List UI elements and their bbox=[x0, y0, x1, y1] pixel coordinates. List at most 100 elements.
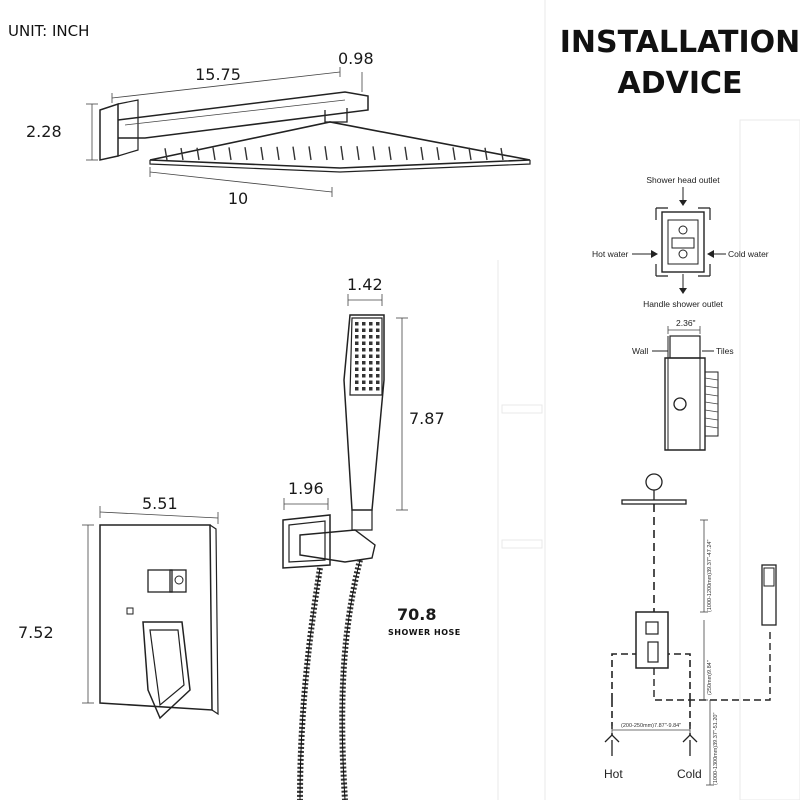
hand-nozzle bbox=[355, 367, 359, 371]
hand-nozzle bbox=[376, 387, 380, 391]
hand-nozzle bbox=[362, 322, 366, 326]
hand-nozzle bbox=[362, 380, 366, 384]
hand-nozzle bbox=[355, 380, 359, 384]
hand-nozzle bbox=[369, 367, 373, 371]
hand-nozzle bbox=[362, 367, 366, 371]
arm-thickness-label: 0.98 bbox=[338, 49, 374, 68]
nozzle-mark bbox=[468, 147, 472, 161]
nozzle-mark bbox=[324, 146, 328, 161]
nozzle-mark bbox=[420, 146, 424, 161]
cold-water-label: Cold water bbox=[728, 249, 769, 259]
shower-head-dimensions: 15.75 0.98 2.28 10 bbox=[26, 49, 374, 208]
installation-title-line2: ADVICE bbox=[617, 66, 742, 101]
hand-shower-drawing bbox=[282, 314, 385, 569]
hand-nozzle bbox=[355, 361, 359, 365]
hand-nozzle bbox=[355, 387, 359, 391]
nozzle-mark bbox=[292, 146, 296, 161]
installation-title-line1: INSTALLATION bbox=[560, 25, 800, 60]
hand-nozzle bbox=[376, 335, 380, 339]
background-bathroom bbox=[497, 0, 800, 800]
wall-label: Wall bbox=[632, 346, 648, 356]
shower-head-height-label: 2.28 bbox=[26, 122, 62, 141]
hand-nozzle bbox=[355, 374, 359, 378]
shower-head-drawing bbox=[99, 91, 531, 173]
hand-nozzle bbox=[369, 328, 373, 332]
hand-nozzle bbox=[369, 354, 373, 358]
hand-nozzle bbox=[376, 361, 380, 365]
hand-nozzle bbox=[369, 361, 373, 365]
height-floor-label: (1000-1300mm)39.37"-51.20" bbox=[713, 713, 719, 785]
unit-label: UNIT: INCH bbox=[8, 22, 89, 40]
nozzle-mark bbox=[276, 146, 280, 161]
nozzle-mark bbox=[340, 145, 344, 161]
hand-nozzle bbox=[376, 322, 380, 326]
nozzle-mark bbox=[228, 147, 232, 161]
nozzle-mark bbox=[244, 147, 248, 161]
hand-nozzle bbox=[376, 354, 380, 358]
nozzle-mark bbox=[180, 147, 184, 161]
hand-nozzle bbox=[355, 354, 359, 358]
hand-nozzle bbox=[376, 380, 380, 384]
cold-label: Cold bbox=[677, 767, 702, 781]
nozzle-mark bbox=[500, 147, 504, 161]
nozzle-mark bbox=[356, 146, 360, 161]
hand-nozzle bbox=[369, 374, 373, 378]
nozzle-mark bbox=[196, 147, 200, 161]
hand-nozzle bbox=[369, 348, 373, 352]
hand-nozzle bbox=[362, 374, 366, 378]
valve-depth-label: 2.36" bbox=[676, 318, 696, 328]
nozzle-mark bbox=[372, 146, 376, 161]
hand-nozzle bbox=[376, 367, 380, 371]
nozzle-mark bbox=[388, 146, 392, 161]
hand-nozzle bbox=[355, 341, 359, 345]
hose-label: SHOWER HOSE bbox=[388, 628, 461, 637]
hand-nozzle bbox=[376, 341, 380, 345]
nozzle-mark bbox=[484, 147, 488, 161]
hand-nozzle bbox=[362, 361, 366, 365]
height-mid-label: (250mm)9.84" bbox=[707, 660, 713, 695]
valve-plate-width-label: 5.51 bbox=[142, 494, 178, 513]
hand-nozzle bbox=[376, 374, 380, 378]
hand-nozzle bbox=[355, 328, 359, 332]
valve-plate-height-label: 7.52 bbox=[18, 623, 54, 642]
valve-top-view: Shower head outlet Hot water Cold water … bbox=[592, 175, 769, 309]
arm-length-label: 15.75 bbox=[195, 65, 241, 84]
hand-shower-length-label: 7.87 bbox=[409, 409, 445, 428]
hand-nozzle bbox=[369, 380, 373, 384]
hand-nozzle bbox=[376, 328, 380, 332]
nozzle-mark bbox=[308, 146, 312, 161]
hose-length-label: 70.8 bbox=[397, 605, 436, 624]
hand-shower-width-label: 1.42 bbox=[347, 275, 383, 294]
nozzle-mark bbox=[452, 147, 456, 161]
tiles-label: Tiles bbox=[716, 346, 734, 356]
nozzle-mark bbox=[212, 147, 216, 161]
nozzle-mark bbox=[404, 146, 408, 161]
valve-plate-dimensions: 5.51 7.52 bbox=[18, 494, 219, 704]
hand-nozzle bbox=[376, 348, 380, 352]
height-top-label: (1000-1200mm)39.37"-47.24" bbox=[707, 540, 713, 612]
hand-nozzle bbox=[369, 322, 373, 326]
hot-water-label: Hot water bbox=[592, 249, 629, 259]
valve-side-view: 2.36" Wall Tiles bbox=[632, 318, 734, 451]
shower-head-outlet-label: Shower head outlet bbox=[646, 175, 720, 185]
hand-nozzle bbox=[355, 322, 359, 326]
holder-width-label: 1.96 bbox=[288, 479, 324, 498]
hand-nozzle bbox=[355, 348, 359, 352]
nozzle-mark bbox=[260, 146, 264, 161]
shower-hose-drawing bbox=[297, 559, 363, 800]
handle-shower-outlet-label: Handle shower outlet bbox=[643, 299, 723, 309]
hand-nozzle bbox=[362, 348, 366, 352]
hand-nozzle bbox=[362, 354, 366, 358]
installation-diagram: Hot Cold (1000-1200mm)39.37"-47.24" (250… bbox=[604, 473, 777, 786]
hand-nozzle bbox=[362, 335, 366, 339]
hand-nozzle bbox=[355, 335, 359, 339]
hand-nozzle bbox=[362, 341, 366, 345]
shower-head-width-label: 10 bbox=[228, 189, 248, 208]
hand-nozzle bbox=[369, 335, 373, 339]
hand-nozzle bbox=[362, 328, 366, 332]
hot-label: Hot bbox=[604, 767, 623, 781]
nozzle-mark bbox=[164, 148, 168, 161]
hand-nozzle bbox=[369, 341, 373, 345]
